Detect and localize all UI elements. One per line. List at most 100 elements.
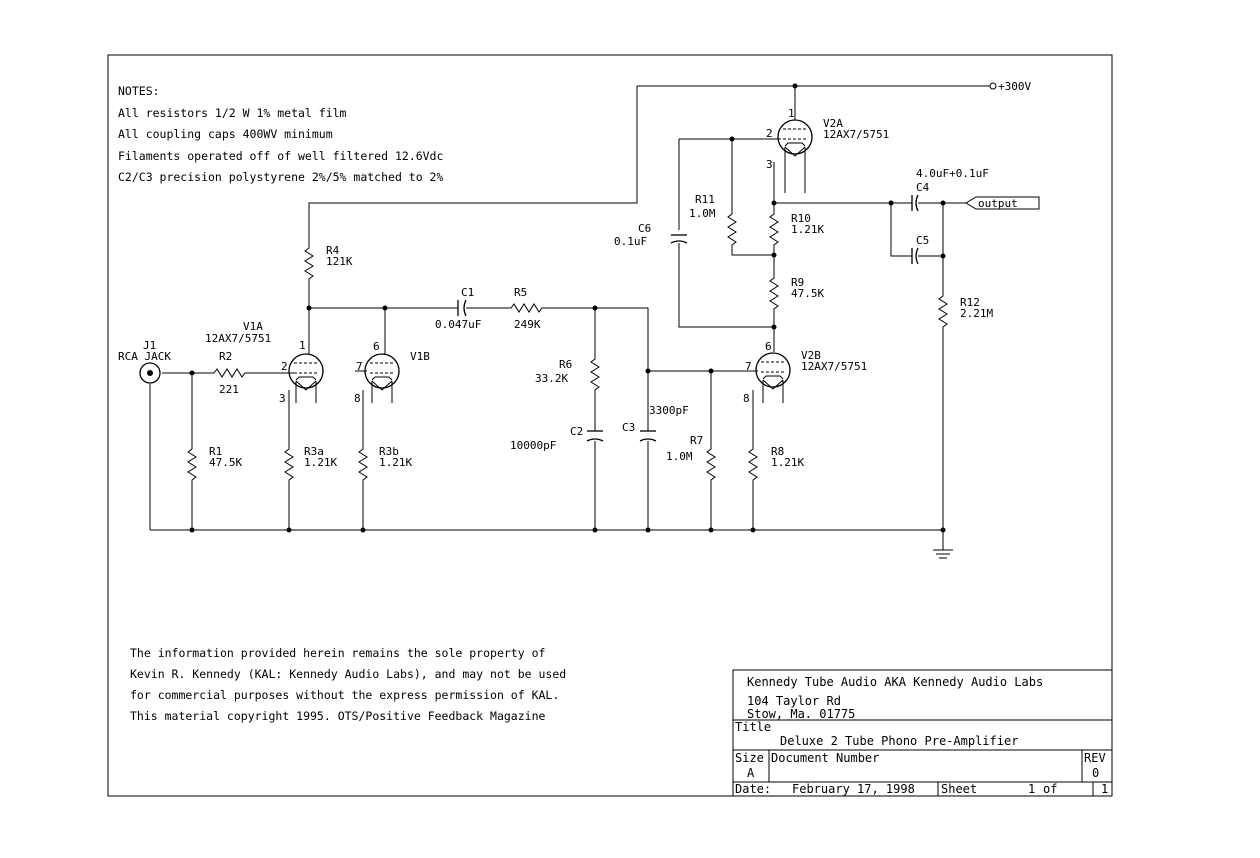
j1-ref: J1 — [143, 339, 156, 352]
c4-value: 4.0uF+0.1uF — [916, 167, 989, 180]
r3b-value: 1.21K — [379, 456, 412, 469]
tube-v2b: 6 7 8 V2B 12AX7/5751 — [743, 340, 867, 405]
disclaimer-block: The information provided herein remains … — [130, 646, 566, 723]
document-number-label: Document Number — [771, 751, 879, 765]
date-label: Date: — [735, 782, 771, 796]
c5-ref: C5 — [916, 234, 929, 247]
r1-value: 47.5K — [209, 456, 242, 469]
disclaimer-line: This material copyright 1995. OTS/Positi… — [130, 709, 545, 723]
capacitor-c2: C2 10000pF — [510, 425, 604, 452]
c3-value: 3300pF — [649, 404, 689, 417]
v1b-ref: V1B — [410, 350, 430, 363]
c2-ref: C2 — [570, 425, 583, 438]
resistor-r3b: R3b 1.21K — [358, 444, 412, 485]
r11-ref: R11 — [695, 193, 715, 206]
r3a-ref: R3a — [304, 445, 324, 458]
wires — [149, 85, 990, 559]
v2a-type: 12AX7/5751 — [823, 128, 889, 141]
c1-value: 0.047uF — [435, 318, 481, 331]
resistor-r7: R7 1.0M — [666, 434, 716, 485]
disclaimer-line: Kevin R. Kennedy (KAL: Kennedy Audio Lab… — [130, 667, 566, 681]
r12-value: 2.21M — [960, 307, 993, 320]
sheet-border — [107, 54, 1113, 797]
v2a-ref: V2A — [823, 117, 843, 130]
resistor-r4: R4 121K — [304, 243, 353, 284]
note-line: Filaments operated off of well filtered … — [118, 149, 443, 163]
r9-ref: R9 — [791, 276, 804, 289]
resistor-r6: R6 33.2K — [535, 354, 600, 395]
capacitor-c1: C1 0.047uF — [435, 286, 481, 331]
supply-label: +300V — [998, 80, 1031, 93]
v1a-pin: 2 — [281, 360, 288, 373]
c6-ref: C6 — [638, 222, 651, 235]
tube-v2a: 1 2 3 V2A 12AX7/5751 — [766, 107, 889, 193]
rev-label: REV — [1084, 751, 1106, 765]
v2b-pin: 8 — [743, 392, 750, 405]
resistor-r3a: R3a 1.21K — [284, 444, 337, 485]
r5-ref: R5 — [514, 286, 527, 299]
r1-ref: R1 — [209, 445, 222, 458]
r5-value: 249K — [514, 318, 541, 331]
v1b-pin: 6 — [373, 340, 380, 353]
r10-value: 1.21K — [791, 223, 824, 236]
r3a-value: 1.21K — [304, 456, 337, 469]
rca-jack-j1: J1 RCA JACK — [118, 339, 171, 384]
of-label: of — [1043, 782, 1057, 796]
c6-value: 0.1uF — [614, 235, 647, 248]
v2b-pin: 7 — [745, 360, 752, 373]
r12-ref: R12 — [960, 296, 980, 309]
title-label: Title — [735, 720, 771, 734]
rev-value: 0 — [1092, 766, 1099, 780]
tube-v1a: 1 2 3 V1A 12AX7/5751 — [205, 320, 324, 405]
v2b-ref: V2B — [801, 349, 821, 362]
company-city: Stow, Ma. 01775 — [747, 707, 855, 721]
v1b-pin: 8 — [354, 392, 361, 405]
resistor-r2: R2 221 — [209, 350, 250, 396]
r7-ref: R7 — [690, 434, 703, 447]
v2a-pin: 1 — [788, 107, 795, 120]
output-label: output — [978, 197, 1018, 210]
sheet-value: 1 — [1028, 782, 1035, 796]
note-line: All resistors 1/2 W 1% metal film — [118, 106, 347, 120]
supply-terminal: +300V — [989, 80, 1031, 93]
of-value: 1 — [1101, 782, 1108, 796]
output-port: output — [965, 196, 1040, 210]
c2-value: 10000pF — [510, 439, 556, 452]
c3-ref: C3 — [622, 421, 635, 434]
resistor-r11: R11 1.0M — [689, 193, 737, 250]
v1a-ref: V1A — [243, 320, 263, 333]
v2a-pin: 3 — [766, 158, 773, 171]
note-line: All coupling caps 400WV minimum — [118, 127, 333, 141]
r2-ref: R2 — [219, 350, 232, 363]
r3b-ref: R3b — [379, 445, 399, 458]
r11-value: 1.0M — [689, 207, 716, 220]
resistor-r1: R1 47.5K — [187, 444, 242, 485]
capacitor-c5: C5 — [911, 234, 929, 265]
r9-value: 47.5K — [791, 287, 824, 300]
notes-block: NOTES: All resistors 1/2 W 1% metal film… — [118, 84, 443, 184]
j1-value: RCA JACK — [118, 350, 171, 363]
v2b-pin: 6 — [765, 340, 772, 353]
junctions — [189, 83, 946, 533]
resistor-r5: R5 249K — [506, 286, 547, 331]
resistor-r9: R9 47.5K — [769, 273, 824, 314]
r7-value: 1.0M — [666, 450, 693, 463]
capacitor-c6: C6 0.1uF — [614, 222, 688, 248]
v2b-type: 12AX7/5751 — [801, 360, 867, 373]
notes-heading: NOTES: — [118, 84, 160, 98]
resistor-r10: R10 1.21K — [769, 209, 824, 250]
tube-v1b: 6 7 8 V1B — [354, 340, 430, 405]
r6-ref: R6 — [559, 358, 572, 371]
v2a-pin: 2 — [766, 127, 773, 140]
company-address: 104 Taylor Rd — [747, 694, 841, 708]
note-line: C2/C3 precision polystyrene 2%/5% matche… — [118, 170, 443, 184]
c1-ref: C1 — [461, 286, 474, 299]
title-block: Kennedy Tube Audio AKA Kennedy Audio Lab… — [732, 669, 1113, 797]
company-name: Kennedy Tube Audio AKA Kennedy Audio Lab… — [747, 675, 1043, 689]
r4-ref: R4 — [326, 244, 340, 257]
r6-value: 33.2K — [535, 372, 568, 385]
capacitor-c4: C4 4.0uF+0.1uF — [911, 167, 989, 212]
resistor-r12: R12 2.21M — [938, 291, 993, 332]
r10-ref: R10 — [791, 212, 811, 225]
